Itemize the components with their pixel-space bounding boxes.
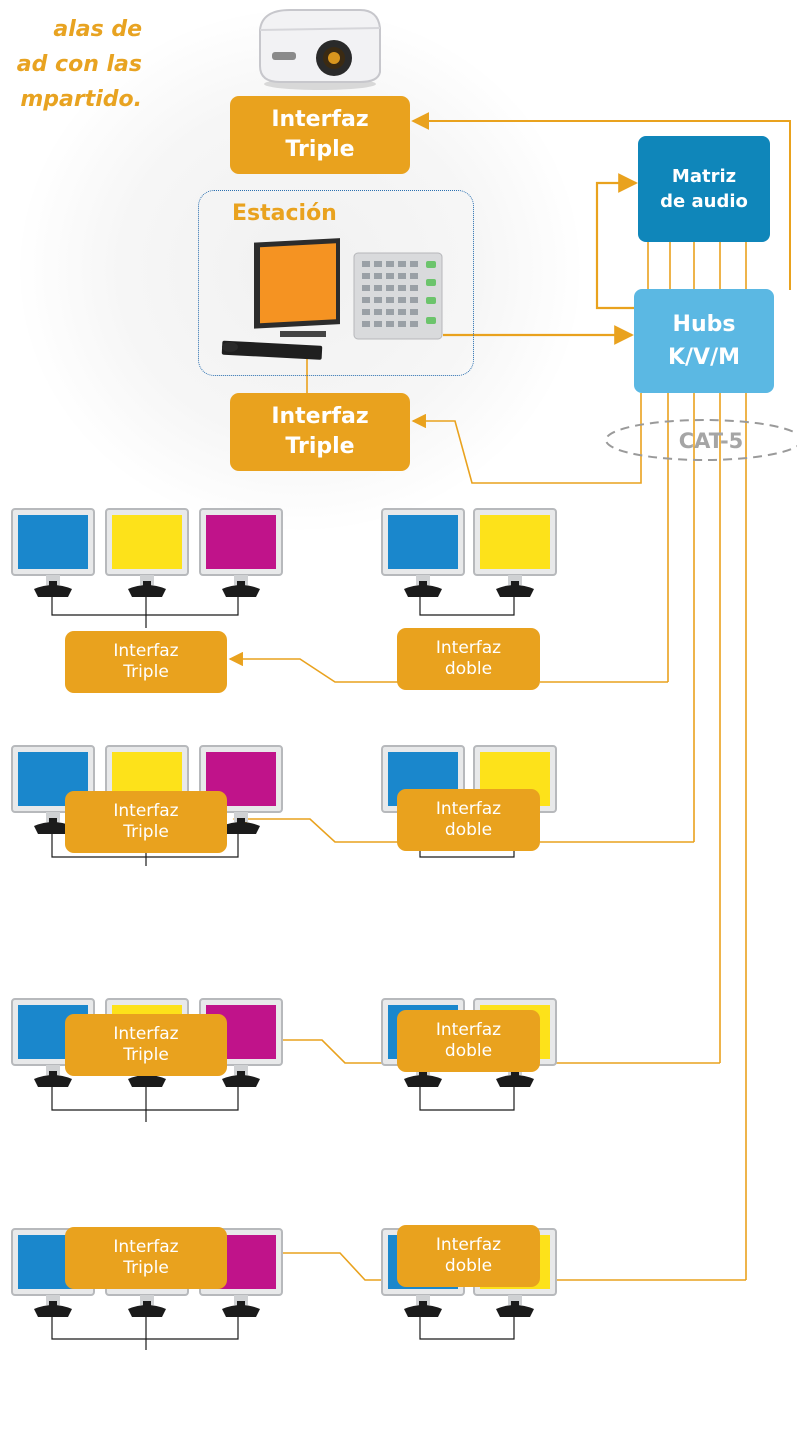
station-interface-box: Interfaz Triple	[230, 393, 410, 471]
hubs-box: Hubs K/V/M	[634, 289, 774, 393]
row3-double-interface-label: Interfaz doble	[435, 1020, 502, 1061]
row3-triple-interface-label: Interfaz Triple	[113, 1024, 179, 1065]
audio-matrix-label: Matriz de audio	[660, 166, 748, 212]
row4-double-interface-label: Interfaz doble	[435, 1235, 502, 1276]
row1-double-monitor-1	[378, 505, 468, 597]
row1-double-interface: Interfaz doble	[397, 628, 540, 690]
station-interface-label: Interfaz Triple	[271, 404, 369, 459]
row2-double-interface: Interfaz doble	[397, 789, 540, 851]
projector-interface-label: Interfaz Triple	[271, 107, 369, 162]
row2-triple-interface-label: Interfaz Triple	[113, 801, 179, 842]
projector-interface-box: Interfaz Triple	[230, 96, 410, 174]
wire-audio-loop	[595, 173, 638, 310]
row1-triple-monitor-2	[102, 505, 192, 597]
row4-triple-interface-label: Interfaz Triple	[113, 1237, 179, 1278]
workstation-icon	[221, 238, 443, 360]
wire-station-interface	[411, 393, 642, 484]
row4-triple-interface: Interfaz Triple	[65, 1227, 227, 1289]
row1-double-monitor-2	[470, 505, 560, 597]
row2-double-interface-label: Interfaz doble	[435, 799, 502, 840]
row1-triple-interface: Interfaz Triple	[65, 631, 227, 693]
row4-double-interface: Interfaz doble	[397, 1225, 540, 1287]
cat5-label: CAT-5	[678, 429, 744, 453]
intro-text: alas de ad con las mpartido.	[16, 17, 142, 112]
row3-double-interface: Interfaz doble	[397, 1010, 540, 1072]
row1-triple-monitor-1	[8, 505, 98, 597]
row1-double-interface-label: Interfaz doble	[435, 638, 502, 679]
audio-matrix-box: Matriz de audio	[638, 136, 770, 242]
row3-triple-interface: Interfaz Triple	[65, 1014, 227, 1076]
row2-triple-interface: Interfaz Triple	[65, 791, 227, 853]
station-box	[198, 190, 474, 376]
station-title: Estación	[232, 201, 337, 226]
row1-triple-monitor-3	[196, 505, 286, 597]
cat5-ellipse	[605, 419, 797, 461]
wire-projector	[411, 112, 791, 290]
row1-triple-interface-label: Interfaz Triple	[113, 641, 179, 682]
hubs-label: Hubs K/V/M	[667, 312, 741, 370]
projector-icon	[259, 9, 381, 90]
